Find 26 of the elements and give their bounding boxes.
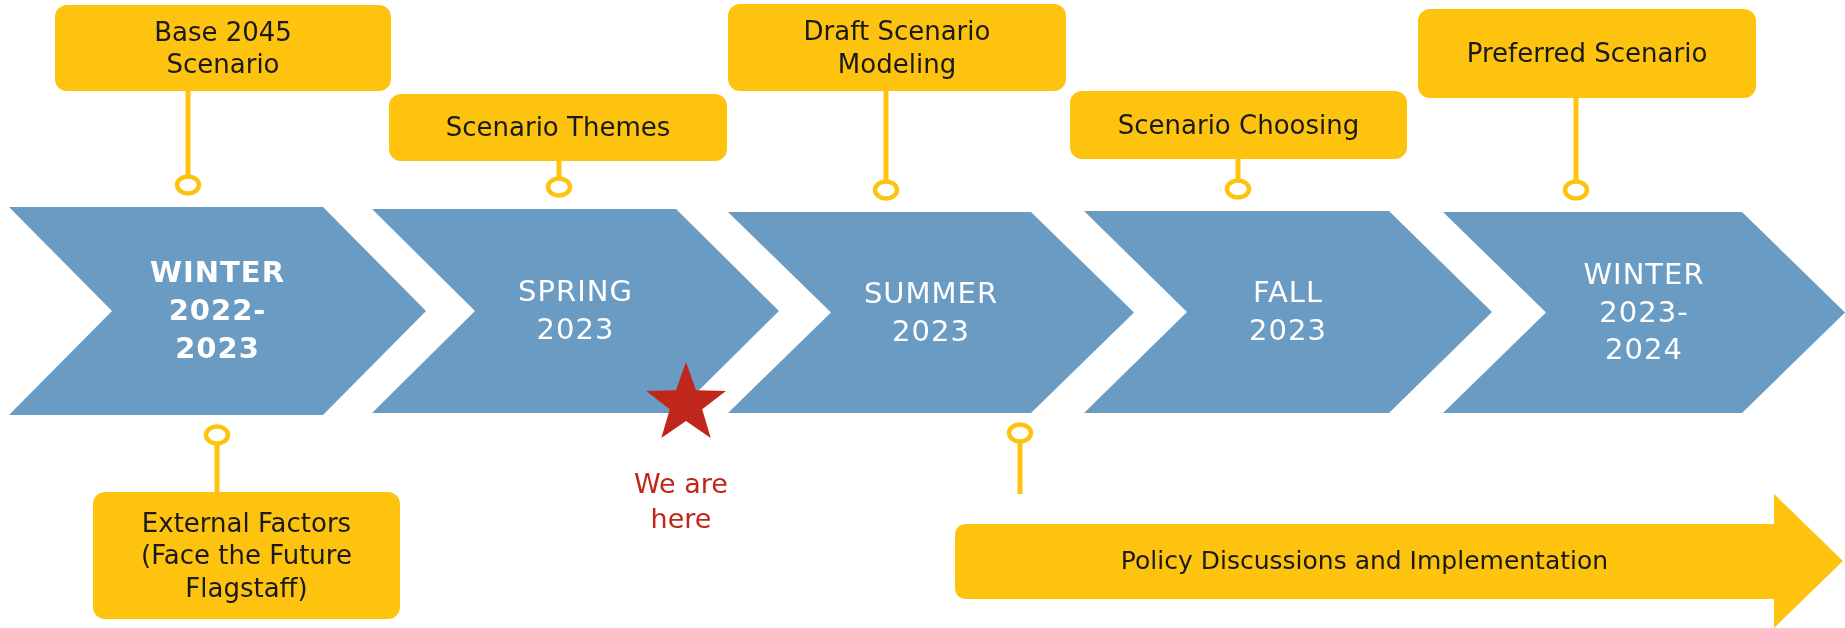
season-band	[1443, 212, 1845, 413]
season-label: WINTER 2023-2024	[1582, 255, 1706, 369]
leader-line	[174, 91, 202, 196]
milestone-box: Base 2045 Scenario	[55, 5, 391, 91]
season-band	[372, 209, 779, 413]
season-label: SPRING 2023	[517, 273, 634, 348]
milestone-box: Draft Scenario Modeling	[728, 4, 1066, 91]
milestone-box: Scenario Themes	[389, 94, 727, 161]
leader-line	[1562, 98, 1590, 201]
phase-label: Policy Discussions and Implementation	[1119, 545, 1610, 577]
leader-line	[545, 161, 573, 198]
leader-line	[1006, 422, 1034, 494]
milestone-box: Scenario Choosing	[1070, 91, 1407, 159]
leader-line	[872, 91, 900, 201]
note-text: We are here	[633, 467, 729, 537]
season-label: WINTER 2022-2023	[149, 254, 286, 367]
season-label: FALL 2023	[1248, 274, 1328, 349]
milestone-box: External Factors (Face the Future Flagstaff)	[93, 492, 400, 619]
milestone-box: Preferred Scenario	[1418, 9, 1756, 98]
leader-line	[203, 424, 231, 492]
leader-line	[1224, 159, 1252, 200]
season-band	[728, 212, 1134, 413]
policy-arrow	[955, 494, 1843, 628]
season-label: SUMMER 2023	[862, 274, 1000, 350]
season-band	[9, 207, 426, 415]
season-band	[1084, 211, 1492, 413]
